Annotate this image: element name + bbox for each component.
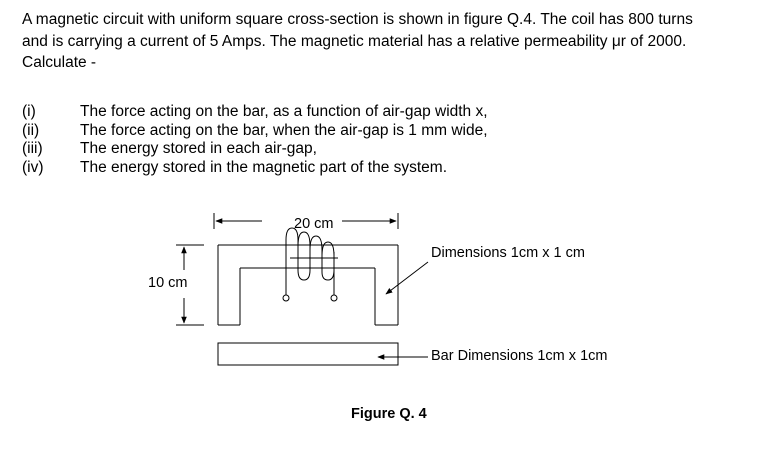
item-number: (ii) [22, 121, 40, 139]
item-text: The force acting on the bar, when the ai… [80, 121, 488, 139]
height-dimension [176, 244, 204, 326]
core-dimensions-label: Dimensions 1cm x 1 cm [431, 245, 585, 261]
problem-line-2: and is carrying a current of 5 Amps. The… [22, 32, 687, 50]
list-item: (iv) The energy stored in the magnetic p… [22, 159, 488, 178]
list-item: (ii) The force acting on the bar, when t… [22, 122, 488, 141]
figure-caption: Figure Q. 4 [351, 406, 427, 422]
item-number: (iii) [22, 140, 43, 157]
item-text: The energy stored in each air-gap, [80, 140, 317, 157]
bar [217, 342, 399, 366]
item-text: The energy stored in the magnetic part o… [80, 158, 448, 176]
problem-line-3: Calculate - [22, 54, 97, 71]
width-dimension [213, 213, 399, 229]
height-label: 10 cm [148, 275, 188, 291]
coil [282, 227, 338, 302]
core-leader-arrow [385, 261, 429, 295]
item-number: (iv) [22, 158, 44, 176]
list-item: (iii) The energy stored in each air-gap, [22, 140, 488, 159]
item-number: (i) [22, 103, 36, 120]
width-label: 20 cm [294, 216, 334, 232]
item-text: The force acting on the bar, as a functi… [80, 103, 488, 120]
magnetic-core [217, 244, 399, 326]
list-item: (i) The force acting on the bar, as a fu… [22, 103, 488, 122]
bar-dimensions-label: Bar Dimensions 1cm x 1cm [431, 348, 608, 364]
problem-line-1: A magnetic circuit with uniform square c… [22, 11, 693, 28]
question-list: (i) The force acting on the bar, as a fu… [22, 103, 488, 177]
problem-statement: A magnetic circuit with uniform square c… [22, 9, 750, 74]
